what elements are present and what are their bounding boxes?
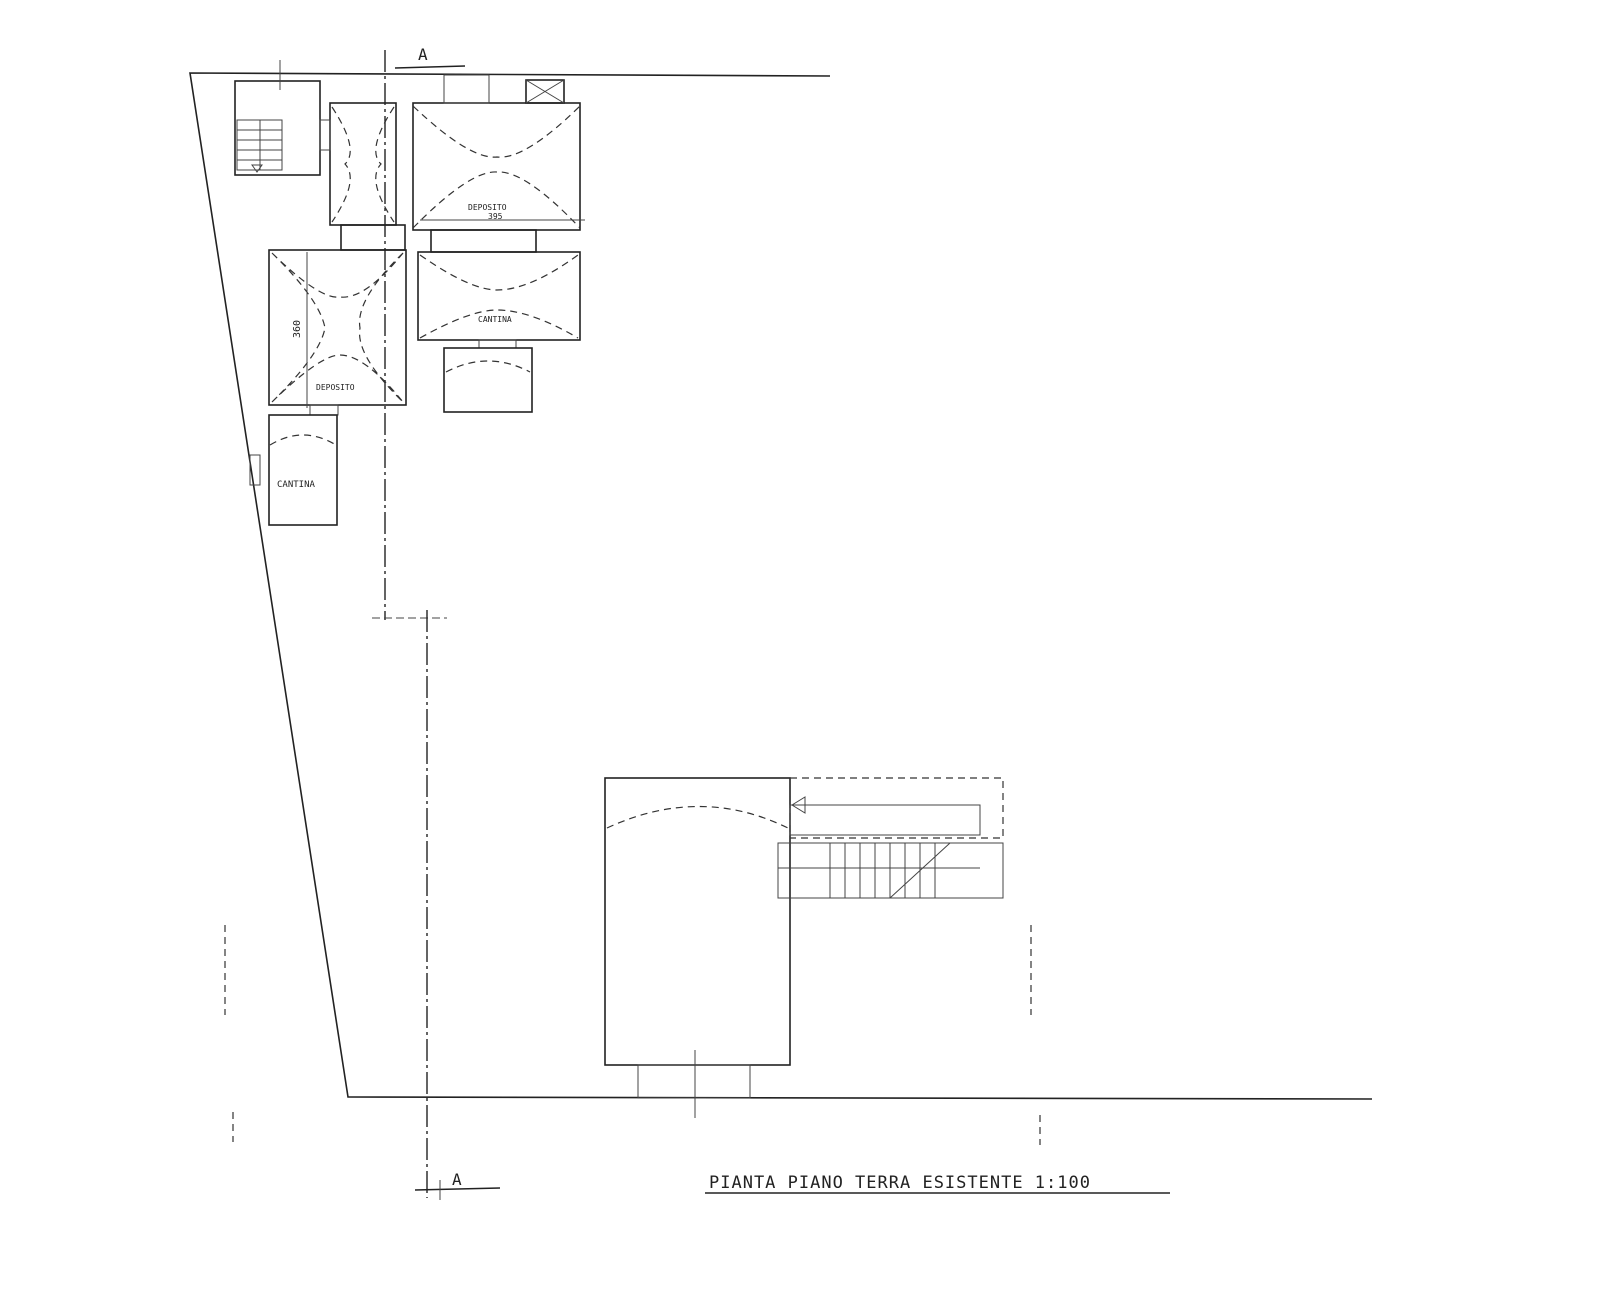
room-deposito-top: DEPOSITO 395 (412, 74, 585, 231)
deposito-top-dimension: 395 (488, 212, 503, 221)
cantina-left-label: CANTINA (277, 480, 316, 490)
corridor (340, 224, 406, 251)
corridor (430, 229, 537, 253)
section-marker-bottom: A (452, 1170, 462, 1189)
staircase (777, 777, 1004, 899)
section-line-a: A A (372, 45, 501, 1200)
property-boundary (189, 72, 1373, 1100)
drawing-title: PIANTA PIANO TERRA ESISTENTE 1:100 (709, 1173, 1091, 1193)
deposito-left-dimension: 360 (292, 320, 303, 338)
guide-marks (224, 925, 1041, 1145)
small-room (443, 347, 533, 413)
section-marker-top: A (418, 45, 428, 64)
room-cantina-right: CANTINA (417, 251, 581, 349)
cantina-right-label: CANTINA (478, 315, 512, 324)
building-bottom (604, 777, 791, 1118)
deposito-top-label: DEPOSITO (468, 203, 507, 212)
stair-room (234, 60, 321, 176)
deposito-left-label: DEPOSITO (316, 383, 355, 392)
room-cantina-left: CANTINA (249, 414, 338, 526)
